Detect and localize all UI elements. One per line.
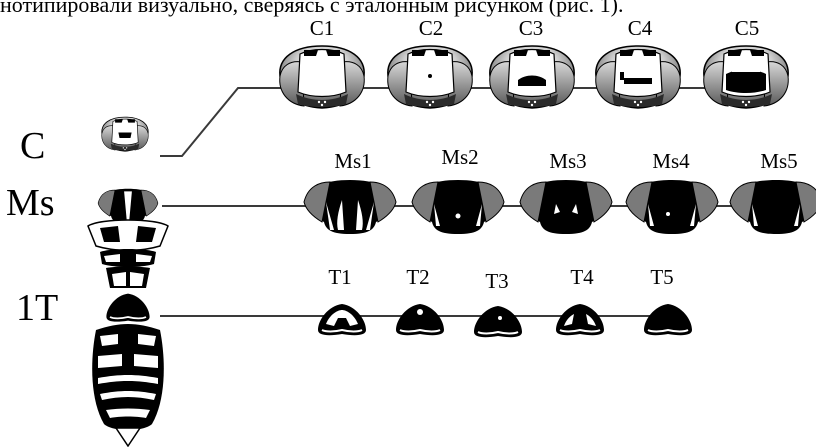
variant-shape-t3 bbox=[473, 305, 523, 339]
variant-label-ms5: Ms5 bbox=[760, 149, 798, 173]
row-label-c: C bbox=[20, 125, 46, 167]
variant-shape-ms4 bbox=[625, 179, 719, 235]
variant-shape-t4 bbox=[555, 303, 605, 337]
variant-shape-c1 bbox=[278, 45, 366, 109]
variant-shape-c4 bbox=[594, 45, 682, 109]
t-variants bbox=[317, 303, 693, 339]
variant-label-t4: T4 bbox=[570, 265, 594, 289]
row-label-1t: 1T bbox=[16, 287, 59, 329]
variant-shape-ms3 bbox=[519, 179, 613, 235]
mesonotum bbox=[87, 219, 169, 288]
full-insect-schematic bbox=[87, 116, 169, 447]
variant-label-c3: C3 bbox=[518, 16, 544, 40]
abdomen bbox=[92, 324, 164, 447]
variant-shape-t1 bbox=[317, 303, 367, 337]
variant-label-t2: T2 bbox=[406, 265, 430, 289]
variant-label-c1: C1 bbox=[309, 16, 335, 40]
variant-shape-t5 bbox=[643, 303, 693, 337]
variant-shape-c3 bbox=[488, 45, 576, 109]
variant-shape-ms5 bbox=[729, 179, 816, 235]
caption-fragment: нотипировали визуально, сверяясь с этало… bbox=[0, 0, 624, 17]
variant-label-t3: T3 bbox=[485, 269, 509, 293]
variant-shape-c2 bbox=[386, 45, 474, 109]
variant-label-c4: C4 bbox=[627, 16, 653, 40]
variant-label-ms3: Ms3 bbox=[549, 149, 587, 173]
variant-shape-ms2 bbox=[411, 179, 505, 235]
variant-label-ms4: Ms4 bbox=[652, 149, 690, 173]
variant-label-c2: C2 bbox=[418, 16, 444, 40]
variant-label-ms1: Ms1 bbox=[334, 149, 372, 173]
row-label-ms: Ms bbox=[6, 182, 55, 224]
variant-label-c5: C5 bbox=[734, 16, 760, 40]
variant-shape-c5 bbox=[702, 45, 790, 109]
ms-variants bbox=[303, 179, 816, 235]
variant-label-t5: T5 bbox=[650, 265, 674, 289]
variant-shape-ms1 bbox=[303, 179, 397, 235]
variant-label-t1: T1 bbox=[328, 265, 352, 289]
variant-shape-t2 bbox=[395, 303, 445, 337]
variant-label-ms2: Ms2 bbox=[441, 145, 479, 169]
c-variants bbox=[278, 45, 790, 109]
